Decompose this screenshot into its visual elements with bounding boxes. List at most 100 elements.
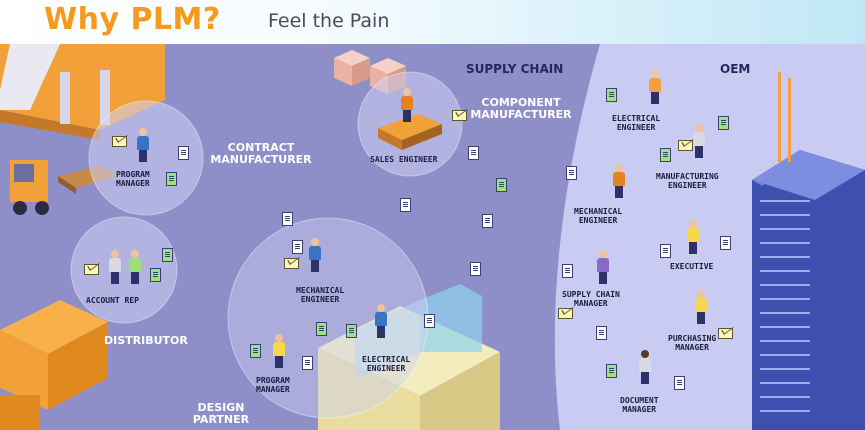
- role-pm-bottom-line2: MANAGER: [256, 385, 290, 394]
- document-icon: [496, 178, 507, 192]
- document-icon: [596, 326, 607, 340]
- role-mfg-line1: MANUFACTURING: [656, 172, 719, 181]
- role-mechanical-engineer-oem: MECHANICAL ENGINEER: [574, 207, 622, 225]
- figure-supply-chain-manager: [596, 250, 610, 284]
- label-component-line2: MANUFACTURER: [470, 108, 572, 121]
- role-mech-center-line1: MECHANICAL: [296, 286, 345, 295]
- document-icon: [562, 264, 573, 278]
- role-mfg-line2: ENGINEER: [668, 181, 707, 190]
- role-elec-center-line1: ELECTRICAL: [362, 355, 411, 364]
- role-elec-center-line2: ENGINEER: [366, 364, 406, 373]
- role-pm-top-line1: PROGRAM: [116, 170, 150, 179]
- role-doc-line2: MANAGER: [622, 405, 657, 414]
- figure-electrical-engineer-center: [374, 304, 388, 338]
- role-account-rep: ACCOUNT REP: [86, 296, 139, 305]
- label-component-line1: COMPONENT: [481, 96, 561, 109]
- role-scm-line1: SUPPLY CHAIN: [562, 290, 620, 299]
- role-electrical-engineer-oem: ELECTRICAL ENGINEER: [612, 114, 660, 132]
- bubble-account-rep: [70, 216, 178, 324]
- role-electrical-engineer-center: ELECTRICAL ENGINEER: [362, 355, 410, 373]
- figure-purchasing-manager: [694, 290, 708, 324]
- figure-executive: [686, 220, 700, 254]
- document-icon: [302, 356, 313, 370]
- document-icon: [178, 146, 189, 160]
- document-icon: [470, 262, 481, 276]
- envelope-icon: [452, 110, 467, 121]
- role-program-manager-bottom: PROGRAM MANAGER: [256, 376, 290, 394]
- document-icon: [720, 236, 731, 250]
- oem-building: [752, 72, 865, 430]
- document-icon: [660, 244, 671, 258]
- document-icon: [718, 116, 729, 130]
- label-distributor: DISTRIBUTOR: [104, 334, 188, 347]
- role-supply-chain-manager: SUPPLY CHAIN MANAGER: [562, 290, 620, 308]
- document-icon: [400, 198, 411, 212]
- document-icon: [150, 268, 161, 282]
- envelope-icon: [718, 328, 733, 339]
- document-icon: [660, 148, 671, 162]
- document-icon: [566, 166, 577, 180]
- role-purchasing-manager: PURCHASING MANAGER: [668, 334, 716, 352]
- document-icon: [282, 212, 293, 226]
- document-icon: [316, 322, 327, 336]
- document-icon: [606, 364, 617, 378]
- role-sales-engineer: SALES ENGINEER: [370, 155, 438, 164]
- envelope-icon: [112, 136, 127, 147]
- label-design-line2: PARTNER: [192, 413, 250, 426]
- label-component-manufacturer: COMPONENT MANUFACTURER: [466, 97, 576, 121]
- label-oem: OEM: [720, 62, 751, 76]
- role-mech-center-line2: ENGINEER: [300, 295, 340, 304]
- label-contract-line1: CONTRACT: [227, 141, 295, 154]
- figure-mechanical-engineer-oem: [612, 164, 626, 198]
- role-elec-oem-line1: ELECTRICAL: [612, 114, 661, 123]
- envelope-icon: [678, 140, 693, 151]
- document-icon: [674, 376, 685, 390]
- document-icon: [468, 146, 479, 160]
- role-doc-line1: DOCUMENT: [620, 396, 659, 405]
- envelope-icon: [284, 258, 299, 269]
- label-contract-line2: MANUFACTURER: [210, 153, 312, 166]
- truck: [0, 300, 108, 430]
- role-manufacturing-engineer: MANUFACTURING ENGINEER: [656, 172, 719, 190]
- label-design-line1: DESIGN: [197, 401, 245, 414]
- role-elec-oem-line2: ENGINEER: [616, 123, 656, 132]
- role-scm-line2: MANAGER: [574, 299, 608, 308]
- document-icon: [482, 214, 493, 228]
- document-icon: [346, 324, 357, 338]
- role-mech-oem-line2: ENGINEER: [578, 216, 618, 225]
- figure-program-manager-top: [136, 128, 150, 162]
- figure-document-manager: [638, 350, 652, 384]
- role-purch-line2: MANAGER: [675, 343, 709, 352]
- figure-mechanical-engineer-center: [308, 238, 322, 272]
- figure-account-rep-2: [128, 250, 142, 284]
- document-icon: [162, 248, 173, 262]
- role-purch-line1: PURCHASING: [668, 334, 717, 343]
- label-design-partner: DESIGN PARTNER: [186, 402, 256, 426]
- role-mech-oem-line1: MECHANICAL: [574, 207, 623, 216]
- figure-electrical-engineer-oem: [648, 70, 662, 104]
- document-icon: [166, 172, 177, 186]
- document-icon: [606, 88, 617, 102]
- document-icon: [292, 240, 303, 254]
- envelope-icon: [558, 308, 573, 319]
- figure-sales-engineer: [400, 88, 414, 122]
- envelope-icon: [84, 264, 99, 275]
- role-executive: EXECUTIVE: [670, 262, 714, 271]
- figure-manufacturing-engineer: [692, 124, 706, 158]
- page-subtitle: Feel the Pain: [268, 10, 390, 32]
- role-mechanical-engineer-center: MECHANICAL ENGINEER: [296, 286, 344, 304]
- role-document-manager: DOCUMENT MANAGER: [620, 396, 659, 414]
- title-bar: Why PLM? Feel the Pain: [0, 0, 865, 44]
- sales-desk: [378, 114, 442, 150]
- design-building: [318, 284, 500, 430]
- document-icon: [424, 314, 435, 328]
- document-icon: [250, 344, 261, 358]
- label-supply-chain: SUPPLY CHAIN: [466, 62, 564, 76]
- label-contract-manufacturer: CONTRACT MANUFACTURER: [206, 142, 316, 166]
- role-pm-bottom-line1: PROGRAM: [256, 376, 290, 385]
- figure-account-rep-1: [108, 250, 122, 284]
- role-pm-top-line2: MANAGER: [116, 179, 150, 188]
- role-program-manager-top: PROGRAM MANAGER: [116, 170, 150, 188]
